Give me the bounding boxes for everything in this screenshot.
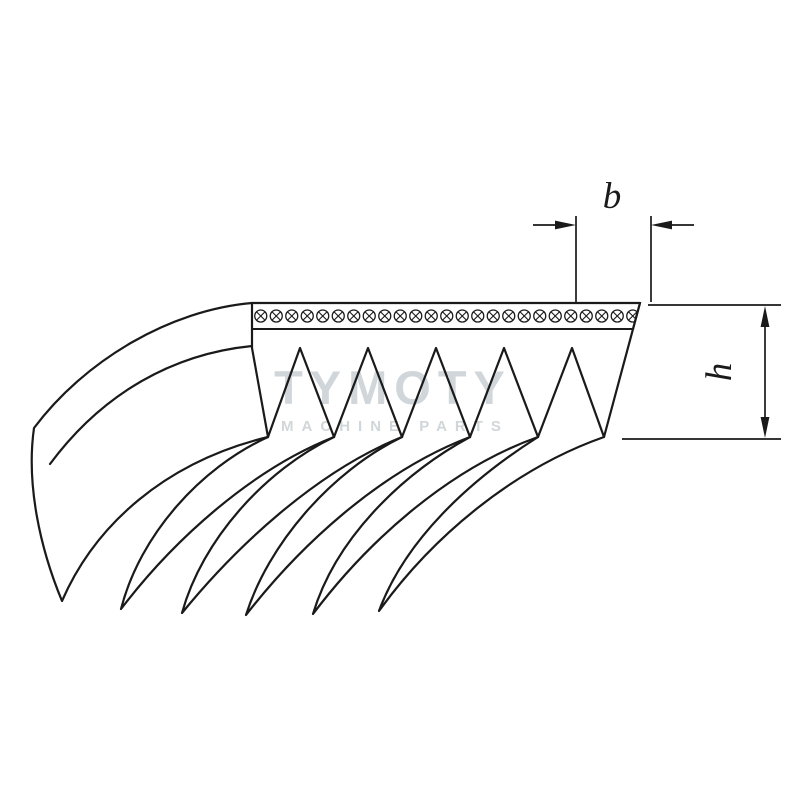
h-arrowhead-top	[760, 306, 770, 327]
tension-cord-band	[251, 302, 641, 330]
h-arrowhead-bottom	[760, 417, 770, 438]
b-dimension-label: b	[603, 176, 622, 217]
b-arrowhead-left	[555, 220, 576, 230]
watermark-brand-text: TYMOTY	[274, 361, 512, 414]
dimension-h: h	[622, 304, 781, 440]
h-dimension-label: h	[699, 363, 740, 382]
b-arrowhead-right	[651, 220, 672, 230]
dimension-b: b	[533, 176, 694, 302]
belt-body-fills	[31, 303, 640, 615]
